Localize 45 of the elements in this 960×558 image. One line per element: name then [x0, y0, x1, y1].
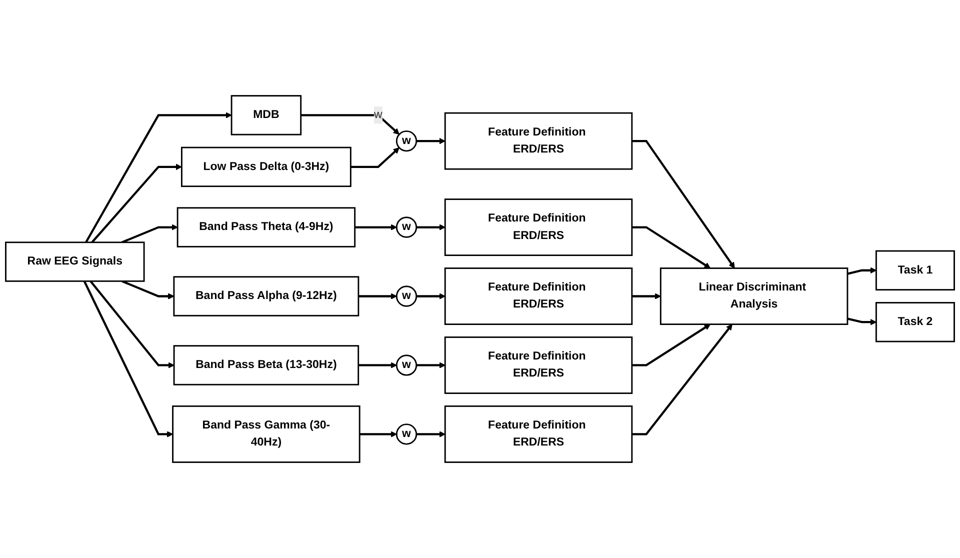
- arrow: [416, 293, 446, 300]
- arrow: [416, 431, 446, 438]
- arrow: [360, 431, 397, 438]
- arrow: [85, 112, 232, 243]
- node-box: Linear Discriminant Analysis: [660, 268, 848, 325]
- arrow: [416, 224, 446, 230]
- arrow: [632, 140, 735, 268]
- node-box: Feature Definition ERD/ERS: [444, 268, 633, 325]
- node-box: Task 1: [875, 250, 955, 290]
- arrow: [847, 267, 876, 275]
- arrow: [847, 318, 876, 326]
- node-box: Feature Definition ERD/ERS: [444, 405, 633, 463]
- node-box: Task 2: [875, 302, 955, 342]
- node-circle: w: [396, 130, 418, 152]
- arrow: [416, 138, 446, 144]
- arrow: [358, 362, 397, 368]
- node-circle: w: [396, 424, 418, 445]
- edge-label: w: [374, 108, 382, 121]
- node-box: Feature Definition ERD/ERS: [444, 336, 633, 394]
- node-box: Band Pass Gamma (30-40Hz): [172, 405, 360, 463]
- arrow: [354, 224, 397, 230]
- node-box: Feature Definition ERD/ERS: [444, 198, 633, 256]
- node-box: Band Pass Alpha (9-12Hz): [173, 276, 360, 316]
- arrow: [121, 224, 178, 244]
- arrow: [350, 147, 400, 168]
- arrow: [300, 114, 400, 135]
- node-circle: w: [396, 216, 418, 238]
- arrow: [632, 324, 732, 436]
- node-circle: w: [396, 354, 418, 376]
- node-box: Raw EEG Signals: [5, 242, 145, 282]
- node-box: Band Pass Beta (13-30Hz): [173, 345, 360, 386]
- arrow: [632, 293, 661, 300]
- node-box: Feature Definition ERD/ERS: [444, 112, 633, 170]
- arrow: [358, 293, 397, 300]
- arrow: [121, 280, 174, 300]
- arrow: [90, 280, 174, 368]
- node-circle: w: [396, 286, 418, 307]
- arrow: [632, 324, 711, 366]
- arrow: [632, 226, 711, 268]
- node-box: Band Pass Theta (4-9Hz): [176, 207, 356, 248]
- arrow: [83, 280, 174, 438]
- node-box: Low Pass Delta (0-3Hz): [181, 146, 352, 188]
- node-box: MDB: [230, 95, 302, 136]
- arrow: [91, 164, 182, 244]
- arrow: [416, 362, 446, 368]
